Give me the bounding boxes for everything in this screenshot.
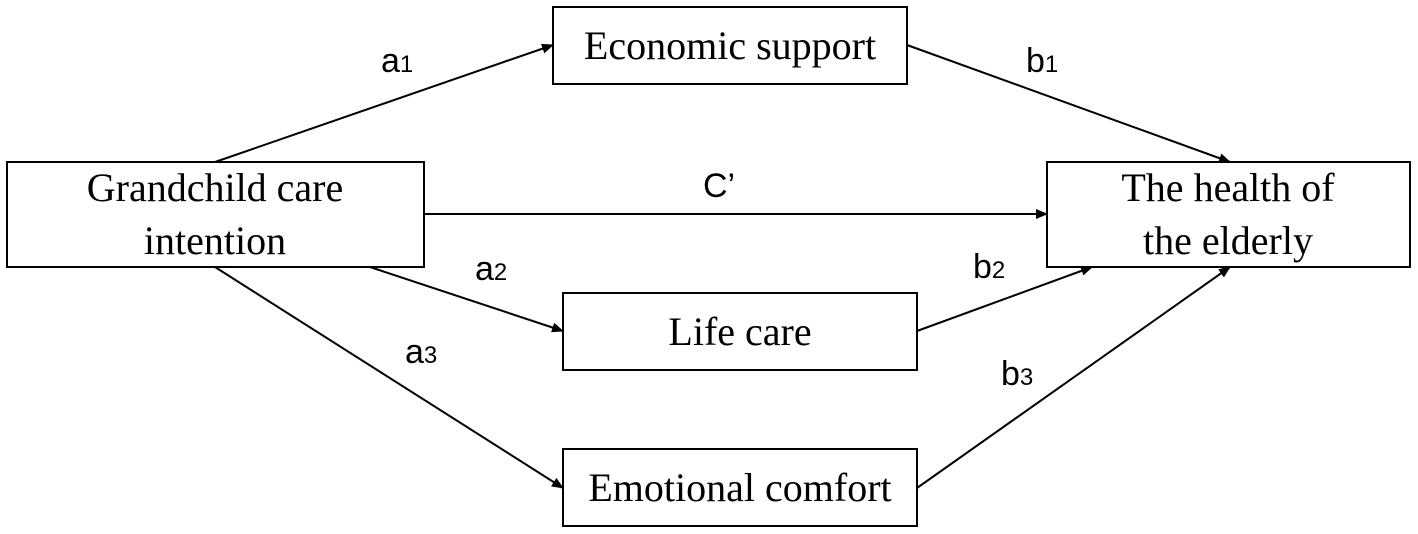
edge-label-a3: a3 xyxy=(405,333,437,371)
edge-label-a2: a2 xyxy=(475,250,507,288)
node-grandchild-care-line-1: Grandchild care xyxy=(87,165,344,210)
edge-label-c-prime: C’ xyxy=(703,167,735,205)
node-health-line-1: The health of xyxy=(1121,165,1335,210)
edge-a2-arrow xyxy=(369,266,564,333)
edge-b3-arrow xyxy=(916,266,1231,489)
node-life-care: Life care xyxy=(562,292,918,371)
node-emotional-comfort-label: Emotional comfort xyxy=(588,465,891,510)
edge-label-b2: b2 xyxy=(973,248,1005,286)
edge-b2-arrow xyxy=(916,266,1093,332)
node-life-care-label: Life care xyxy=(668,309,811,354)
node-economic-support: Economic support xyxy=(552,6,908,85)
edge-a3-arrow xyxy=(214,266,564,489)
edge-label-b3: b3 xyxy=(1001,355,1033,393)
edge-a1-arrow xyxy=(214,43,554,163)
edge-label-a1: a1 xyxy=(381,42,413,80)
node-grandchild-care-intention: Grandchild care intention xyxy=(6,161,425,268)
node-grandchild-care-line-2: intention xyxy=(144,218,286,263)
edge-label-b1: b1 xyxy=(1026,42,1058,80)
node-health-line-2: the elderly xyxy=(1143,218,1313,263)
node-health-of-elderly: The health of the elderly xyxy=(1046,161,1411,268)
edge-b1-arrow xyxy=(906,44,1231,163)
node-emotional-comfort: Emotional comfort xyxy=(562,448,918,527)
node-economic-support-label: Economic support xyxy=(584,23,876,68)
